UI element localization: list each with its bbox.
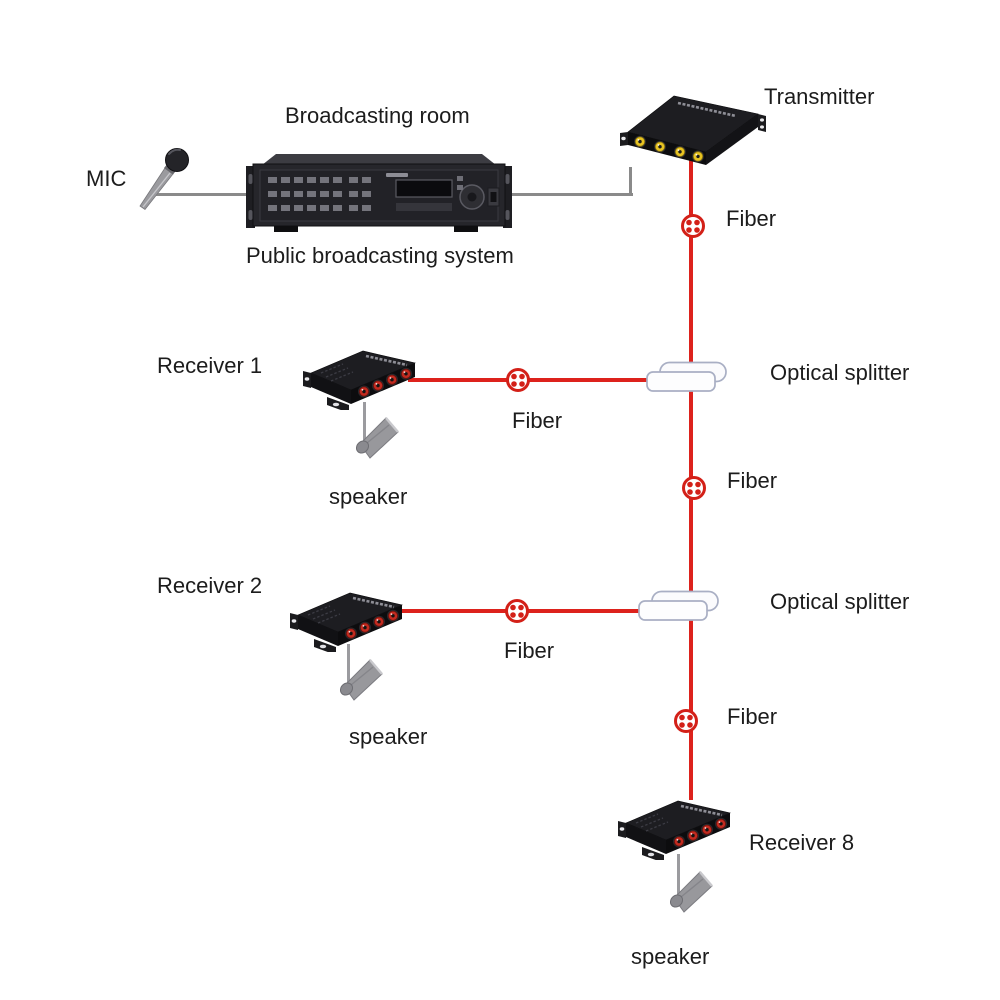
receiver8-label: Receiver 8 xyxy=(749,830,855,855)
public-broadcasting-system-device xyxy=(246,150,512,236)
system-to-transmitter-cable-line xyxy=(629,167,632,196)
receiver1-label: Receiver 1 xyxy=(157,353,263,378)
transmitter-device xyxy=(618,86,766,170)
fiber-connector2-icon xyxy=(680,474,708,502)
fiber-trunk1-label: Fiber xyxy=(726,206,777,231)
receiver2-fiber-line xyxy=(398,609,692,613)
mic-label: MIC xyxy=(86,166,127,191)
optical-splitter1-label: Optical splitter xyxy=(770,360,910,385)
fiber-trunk3-label: Fiber xyxy=(727,704,778,729)
receiver1-fiber-line xyxy=(408,378,692,382)
optical-splitter2-icon xyxy=(636,589,722,623)
receiver1-device xyxy=(303,348,418,410)
speaker1-label: speaker xyxy=(329,484,408,509)
speaker1-icon xyxy=(352,416,402,462)
speaker2-icon xyxy=(336,658,386,704)
fiber-connector1-icon xyxy=(679,212,707,240)
receiver2-label: Receiver 2 xyxy=(157,573,263,598)
microphone-icon xyxy=(134,146,196,212)
optical-splitter1-icon xyxy=(644,360,730,394)
speaker8-label: speaker xyxy=(631,944,710,969)
broadcasting-room-label: Broadcasting room xyxy=(285,103,470,128)
speaker2-pole xyxy=(347,644,350,692)
optical-splitter2-label: Optical splitter xyxy=(770,589,910,614)
speaker8-pole xyxy=(677,854,680,906)
transmitter-label: Transmitter xyxy=(764,84,875,109)
fiber-connector-receiver1-icon xyxy=(504,366,532,394)
fiber-connector3-icon xyxy=(672,707,700,735)
speaker2-label: speaker xyxy=(349,724,428,749)
fiber-trunk2-label: Fiber xyxy=(727,468,778,493)
public-broadcasting-system-label: Public broadcasting system xyxy=(246,243,514,268)
fiber-receiver1-label: Fiber xyxy=(512,408,563,433)
speaker1-pole xyxy=(363,402,366,450)
fiber-receiver2-label: Fiber xyxy=(504,638,555,663)
fiber-connector-receiver2-icon xyxy=(503,597,531,625)
receiver2-device xyxy=(290,590,405,652)
speaker8-icon xyxy=(666,870,716,916)
receiver8-device xyxy=(618,798,733,860)
